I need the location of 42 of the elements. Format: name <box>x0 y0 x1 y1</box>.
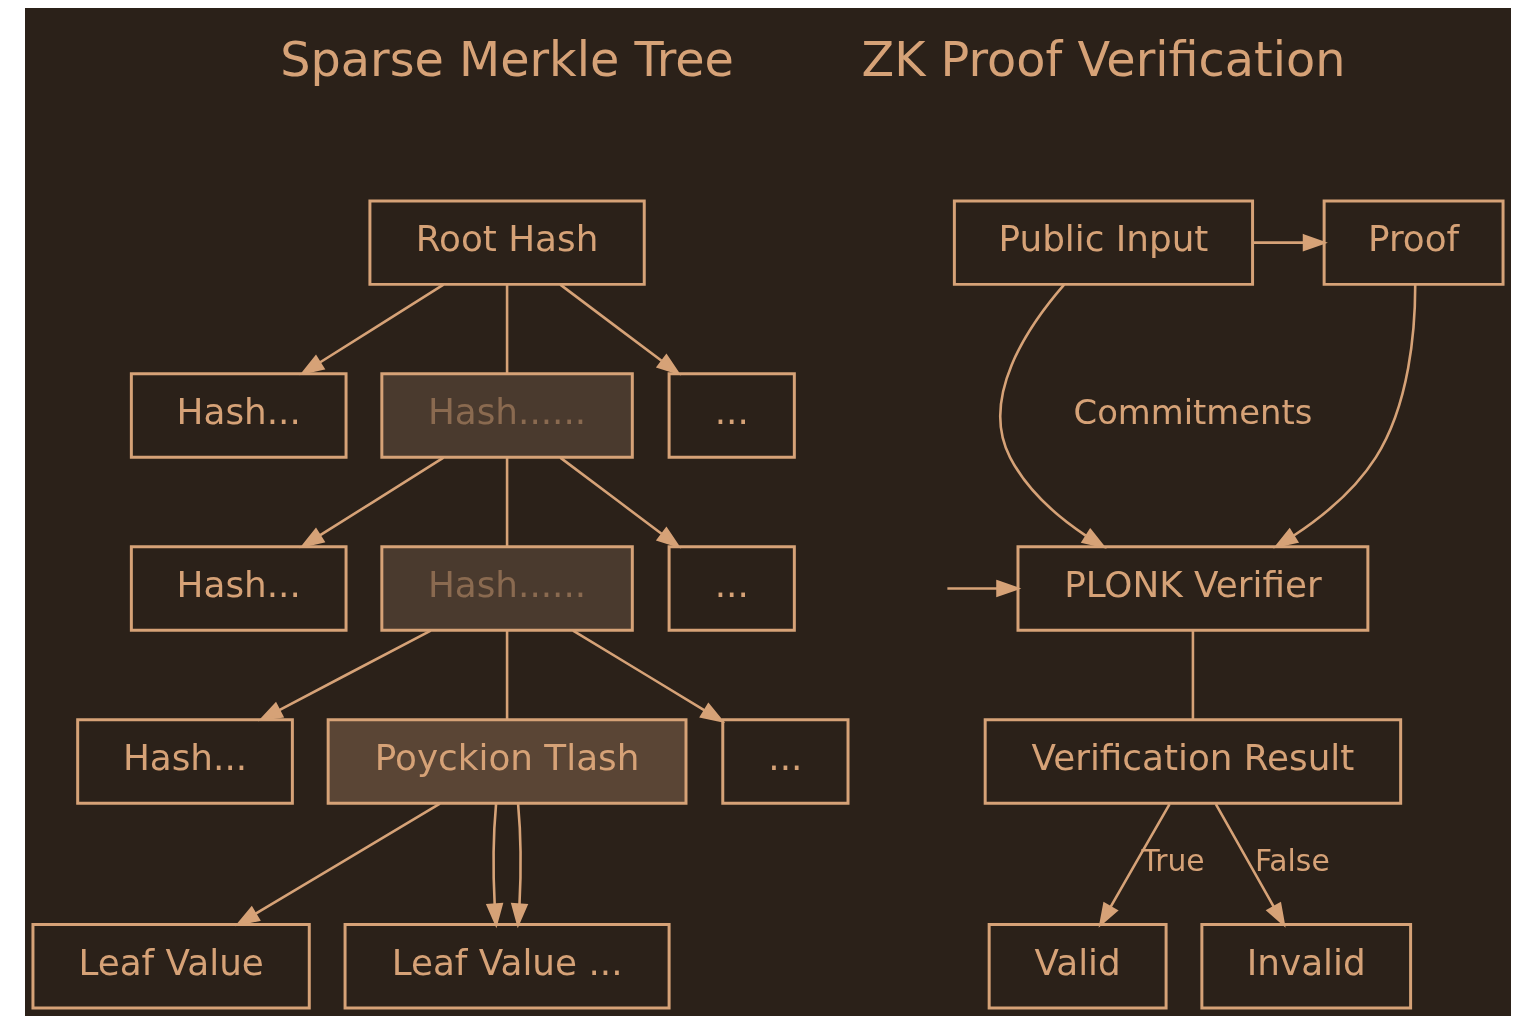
arrow <box>559 283 682 376</box>
node-box: Leaf Value <box>31 923 311 1010</box>
arrow <box>572 629 726 723</box>
connector <box>1191 630 1195 720</box>
connector <box>505 457 509 547</box>
arrow <box>299 283 445 376</box>
label: ZK Proof Verification <box>861 32 1346 88</box>
arrow <box>510 804 529 929</box>
node-box: Invalid <box>1200 923 1413 1010</box>
connector <box>505 630 509 720</box>
node-box: Hash...... <box>380 372 634 459</box>
node-box: Hash...... <box>380 545 634 632</box>
node-box: Poyckion Tlash <box>326 718 688 805</box>
arrow <box>999 283 1107 549</box>
node-box: PLONK Verifier <box>1016 545 1370 632</box>
arrow <box>234 802 441 927</box>
edge-label: True <box>1141 842 1205 878</box>
connector <box>505 284 509 374</box>
arrow <box>1098 803 1171 928</box>
node-box: Root Hash <box>368 199 646 286</box>
edge-label: False <box>1254 842 1330 878</box>
node-box: Hash... <box>129 545 348 632</box>
arrow <box>1253 233 1328 252</box>
node-box: ... <box>667 372 796 459</box>
node-box: Hash... <box>76 718 294 805</box>
arrow <box>257 629 432 722</box>
arrow <box>485 804 504 929</box>
arrow <box>1214 803 1286 928</box>
node-box: Verification Result <box>983 718 1403 805</box>
node-box: Hash... <box>129 372 348 459</box>
arrow <box>299 456 445 549</box>
arrow <box>947 579 1022 598</box>
node-box: Public Input <box>952 199 1255 286</box>
node-box: Leaf Value ... <box>343 923 671 1010</box>
node-box: ... <box>667 545 796 632</box>
arrow <box>1273 284 1417 549</box>
node-box: Valid <box>987 923 1168 1010</box>
label: Sparse Merkle Tree <box>280 32 734 88</box>
label: Commitments <box>1073 392 1313 432</box>
node-box: ... <box>721 718 850 805</box>
node-box: Proof <box>1322 199 1505 286</box>
arrow <box>559 456 682 549</box>
